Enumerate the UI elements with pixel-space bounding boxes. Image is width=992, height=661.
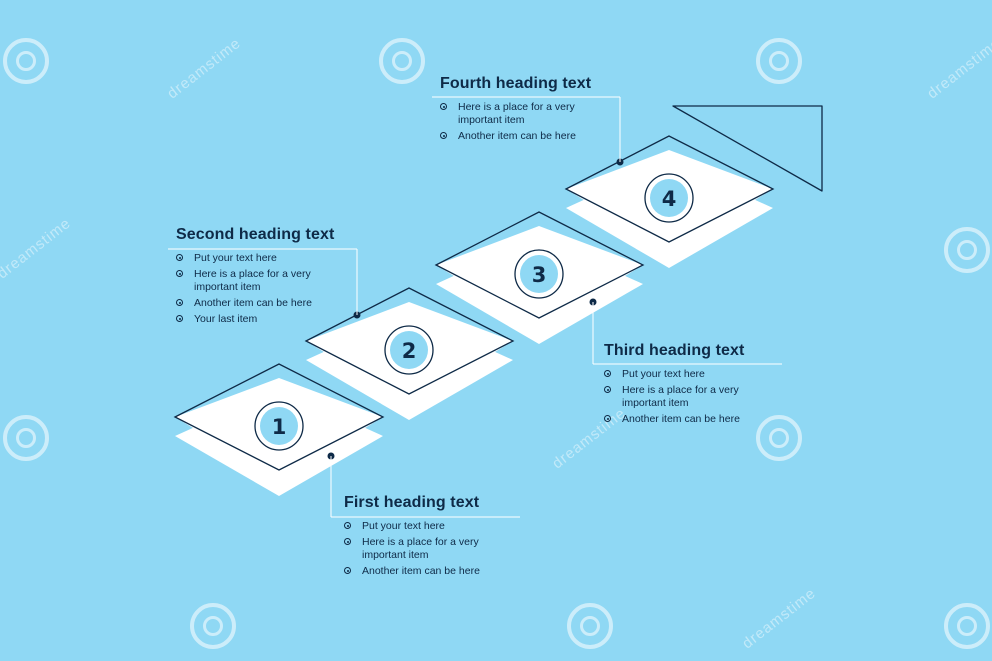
heading-3: Third heading text [604, 342, 745, 359]
bullet-icon [176, 299, 183, 306]
step-tile-1: 1 [173, 363, 385, 496]
item-list-4: Here is a place for a very important ite… [440, 101, 640, 143]
watermark-spiral-icon [379, 38, 425, 84]
list-item: Here is a place for a very important ite… [176, 268, 376, 294]
connector-2 [168, 248, 361, 319]
text-block-4: Fourth heading text Here is a place for … [440, 75, 640, 146]
step-number-2: 2 [402, 339, 417, 363]
text-block-3: Third heading text Put your text here He… [604, 342, 804, 429]
connector-3 [589, 298, 782, 365]
watermark-spiral-icon [944, 603, 990, 649]
step-tile-4: 4 [564, 135, 775, 268]
step-tile-3: 3 [434, 211, 645, 344]
list-item: Here is a place for a very important ite… [604, 384, 804, 410]
item-list-1: Put your text here Here is a place for a… [344, 520, 544, 578]
list-item: Put your text here [344, 520, 544, 533]
text-block-1: First heading text Put your text here He… [344, 494, 544, 581]
list-item: Another item can be here [176, 297, 376, 310]
watermark-spiral-icon [756, 415, 802, 461]
list-item: Here is a place for a very important ite… [440, 101, 640, 127]
step-number-1: 1 [272, 415, 287, 439]
watermark-spiral-icon [567, 603, 613, 649]
item-list-2: Put your text here Here is a place for a… [176, 252, 376, 326]
watermark-spiral-icon [3, 415, 49, 461]
list-item: Another item can be here [344, 565, 544, 578]
watermark-spiral-icon [190, 603, 236, 649]
step-tile-2: 2 [304, 287, 515, 420]
list-item: Another item can be here [604, 413, 804, 426]
watermark-spiral-icon [944, 227, 990, 273]
item-list-3: Put your text here Here is a place for a… [604, 368, 804, 426]
bullet-icon [440, 132, 447, 139]
bullet-icon [604, 415, 611, 422]
watermark-spiral-icon [756, 38, 802, 84]
connector-4 [432, 96, 624, 166]
bullet-icon [604, 370, 611, 377]
bullet-icon [344, 567, 351, 574]
step-number-4: 4 [662, 187, 677, 211]
step-number-3: 3 [532, 263, 547, 287]
bullet-icon [344, 522, 351, 529]
bullet-icon [176, 270, 183, 277]
list-item: Your last item [176, 313, 376, 326]
heading-2: Second heading text [176, 226, 335, 243]
heading-4: Fourth heading text [440, 75, 592, 92]
bullet-icon [176, 315, 183, 322]
watermark-spiral-icon [3, 38, 49, 84]
bullet-icon [344, 538, 351, 545]
connector-1 [327, 452, 520, 518]
list-item: Put your text here [176, 252, 376, 265]
bullet-icon [604, 386, 611, 393]
bullet-icon [440, 103, 447, 110]
list-item: Another item can be here [440, 130, 640, 143]
list-item: Here is a place for a very important ite… [344, 536, 544, 562]
text-block-2: Second heading text Put your text here H… [176, 226, 376, 329]
list-item: Put your text here [604, 368, 804, 381]
bullet-icon [176, 254, 183, 261]
heading-1: First heading text [344, 494, 480, 511]
arrow-head [672, 105, 823, 192]
